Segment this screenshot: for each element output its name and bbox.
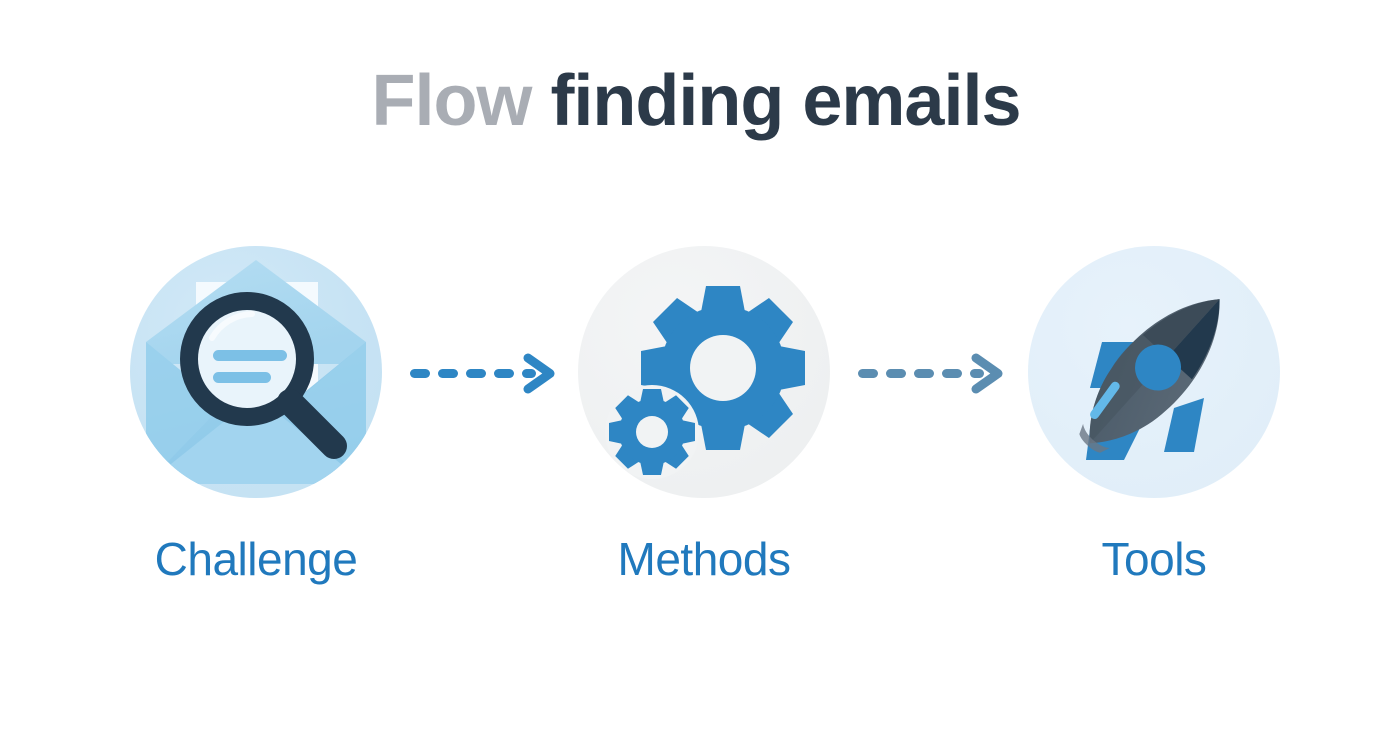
flow-stage-methods[interactable]: Methods xyxy=(578,246,830,586)
rocket-icon xyxy=(1079,299,1220,460)
flow-diagram: Challenge xyxy=(0,246,1392,586)
tools-icon-circle xyxy=(1028,246,1280,498)
methods-icon-circle xyxy=(578,246,830,498)
dashed-arrow-right-icon xyxy=(858,353,1003,394)
challenge-icon-circle xyxy=(130,246,382,498)
flow-stage-challenge[interactable]: Challenge xyxy=(130,246,382,586)
flow-stage-tools[interactable]: Tools xyxy=(1028,246,1280,586)
stage-label-methods: Methods xyxy=(617,533,791,585)
dashed-arrow-right-icon xyxy=(410,353,555,394)
flow-connector-2 xyxy=(856,352,1004,396)
gears-icon xyxy=(605,286,805,479)
title-main: finding emails xyxy=(550,61,1021,141)
title-space xyxy=(531,61,550,141)
title-prefix: Flow xyxy=(371,61,532,141)
stage-label-challenge: Challenge xyxy=(154,533,358,585)
stage-label-tools: Tools xyxy=(1101,533,1207,585)
envelope-search-icon xyxy=(146,260,366,484)
page-title: Flow finding emails xyxy=(0,61,1392,141)
flow-connector-1 xyxy=(408,352,556,396)
